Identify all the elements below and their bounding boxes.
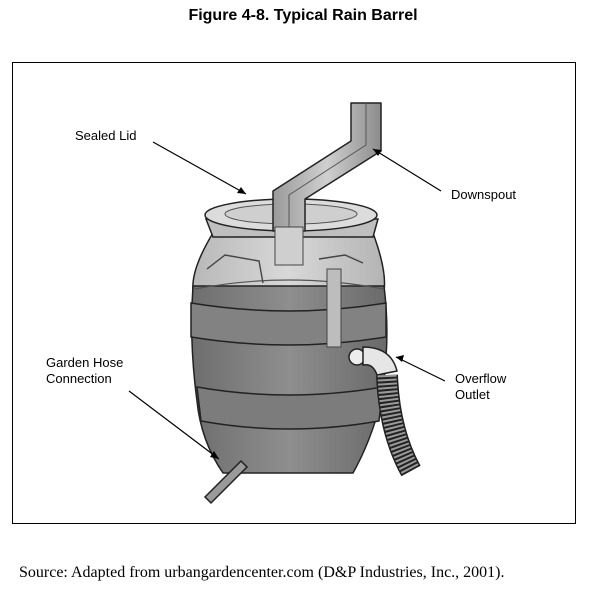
overflow-hose-fill: [377, 374, 420, 476]
downspout-inner: [274, 226, 304, 266]
label-garden-hose: Garden Hose Connection: [46, 355, 123, 387]
figure-title: Figure 4-8. Typical Rain Barrel: [188, 7, 418, 24]
label-garden-hose-line1: Garden Hose: [46, 355, 124, 370]
label-garden-hose-line2: Connection: [46, 371, 112, 386]
water-surface: [194, 279, 384, 290]
label-downspout: Downspout: [451, 187, 517, 202]
label-overflow-line1: Overflow: [455, 371, 507, 386]
barrel-handle-left: [206, 254, 264, 284]
label-overflow-line2: Outlet: [455, 387, 490, 402]
diagram-frame: Sealed Lid Downspout Garden Hose Connect…: [12, 62, 576, 524]
downspout-pipe: [272, 102, 382, 232]
rain-barrel-illustration: [128, 102, 446, 505]
leader-lines: [128, 141, 446, 460]
downspout-groove: [288, 103, 367, 231]
barrel-hoop-lower: [196, 386, 384, 430]
source-citation: Source: Adapted from urbangardencenter.c…: [19, 564, 505, 581]
overflow-elbow: [362, 346, 398, 376]
label-overflow-outlet: Overflow Outlet: [455, 371, 506, 403]
barrel-handle-right: [318, 254, 364, 264]
garden-hose-spigot: [203, 459, 249, 505]
overflow-riser: [326, 268, 342, 348]
label-sealed-lid: Sealed Lid: [75, 128, 137, 143]
arrow-heads: [210, 149, 404, 459]
